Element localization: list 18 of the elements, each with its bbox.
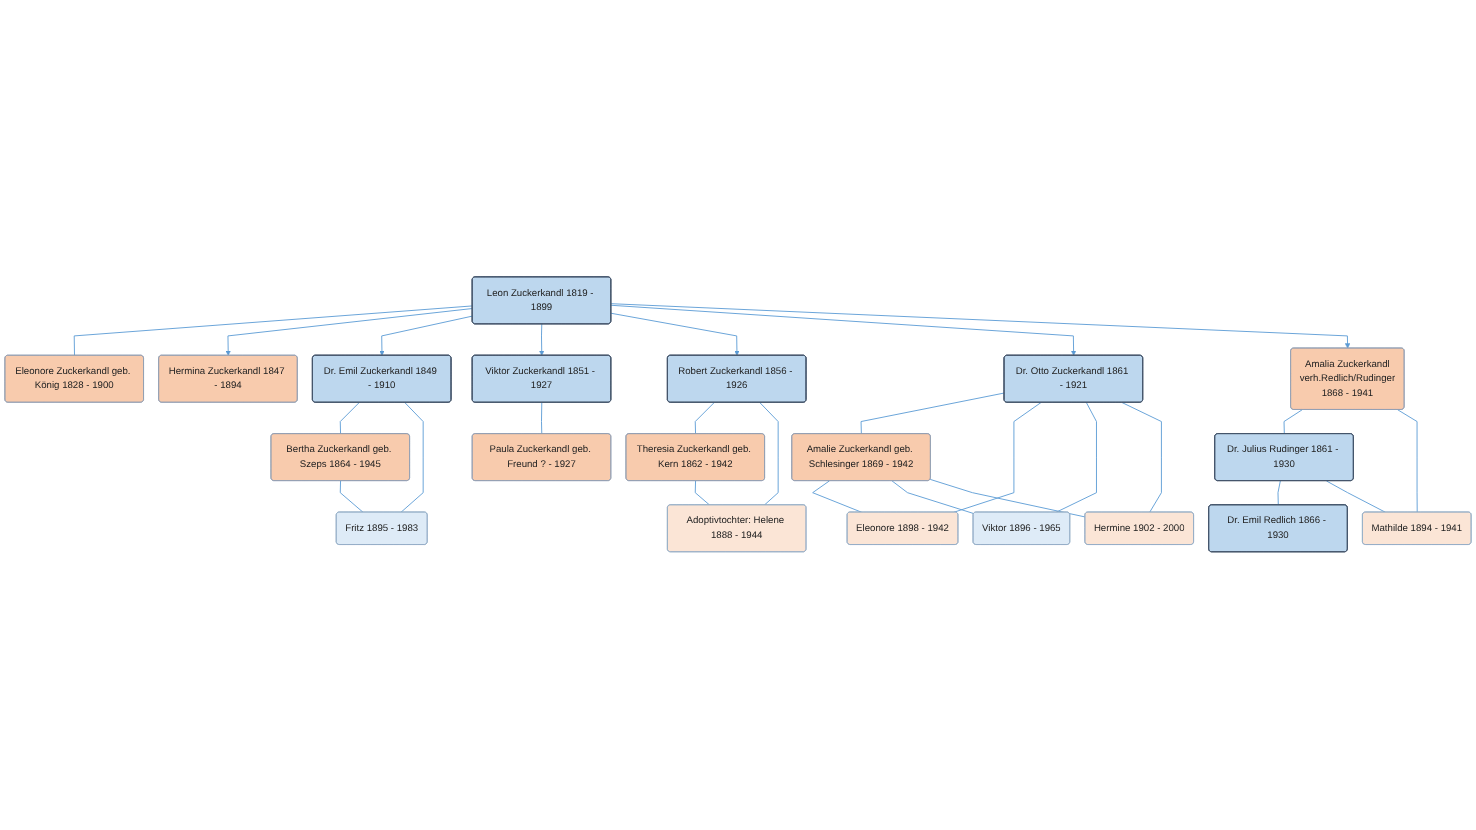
connector	[929, 479, 1086, 519]
connector	[694, 481, 711, 507]
connector	[812, 481, 863, 514]
connector	[339, 481, 364, 514]
connector	[759, 402, 779, 507]
connector	[1121, 402, 1162, 514]
connector	[1055, 402, 1097, 514]
connector	[860, 393, 1005, 436]
connector	[339, 402, 360, 436]
connector	[694, 402, 715, 436]
connector	[400, 402, 424, 514]
connector	[1397, 410, 1418, 514]
connector	[891, 481, 975, 515]
connector	[1283, 410, 1303, 436]
connector	[541, 402, 543, 436]
connector	[1325, 481, 1386, 514]
connector	[1277, 481, 1281, 507]
connector	[953, 402, 1042, 514]
